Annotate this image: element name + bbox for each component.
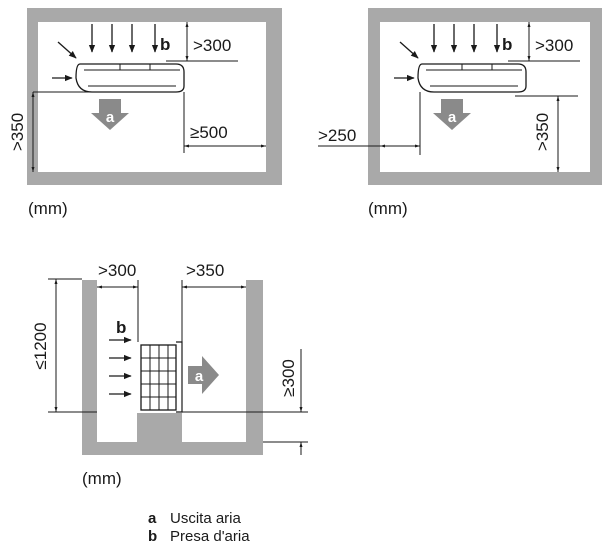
- air-inlet-arrows: [52, 24, 159, 82]
- panel-top-right: b a >300 >250 >350 (mm): [318, 8, 602, 218]
- indoor-unit: [75, 63, 185, 93]
- tag-b: b: [116, 318, 126, 337]
- air-inlet-arrows: [109, 336, 132, 398]
- tag-b: b: [160, 35, 170, 54]
- dim-top-clearance: >300: [535, 36, 573, 55]
- svg-text:a: a: [448, 109, 457, 126]
- dim-side-clearance: ≥500: [190, 123, 228, 142]
- legend-key-b: b: [148, 528, 157, 545]
- dim-front-clearance: >350: [533, 113, 552, 151]
- dim-front-clearance: >350: [186, 261, 224, 280]
- legend: a Uscita aria b Presa d'aria: [148, 510, 250, 545]
- svg-text:a: a: [106, 109, 115, 126]
- air-outlet-arrow: a: [188, 356, 219, 394]
- indoor-unit: [417, 63, 527, 93]
- unit-label: (mm): [368, 199, 408, 218]
- unit-label: (mm): [82, 469, 122, 488]
- air-inlet-arrows: [394, 24, 501, 82]
- base-block: [137, 413, 182, 442]
- legend-label-a: Uscita aria: [170, 510, 242, 527]
- indoor-unit-side: [140, 341, 183, 413]
- dim-min-floor: ≥300: [279, 359, 298, 397]
- dim-front-clearance: >350: [8, 113, 27, 151]
- legend-key-a: a: [148, 510, 157, 527]
- legend-label-b: Presa d'aria: [170, 528, 250, 545]
- air-outlet-arrow: a: [433, 99, 471, 130]
- svg-text:a: a: [195, 368, 204, 385]
- unit-label: (mm): [28, 199, 68, 218]
- dim-rear-clearance: >300: [98, 261, 136, 280]
- tag-b: b: [502, 35, 512, 54]
- panel-bottom: b a >300 >350 ≤1200 ≥300 (mm): [31, 261, 308, 488]
- dim-top-clearance: >300: [193, 36, 231, 55]
- panel-top-left: b a >300 >350 ≥500 (mm): [8, 8, 282, 218]
- dim-max-height: ≤1200: [31, 322, 50, 369]
- air-outlet-arrow: a: [91, 99, 129, 130]
- dim-side-clearance: >250: [318, 126, 356, 145]
